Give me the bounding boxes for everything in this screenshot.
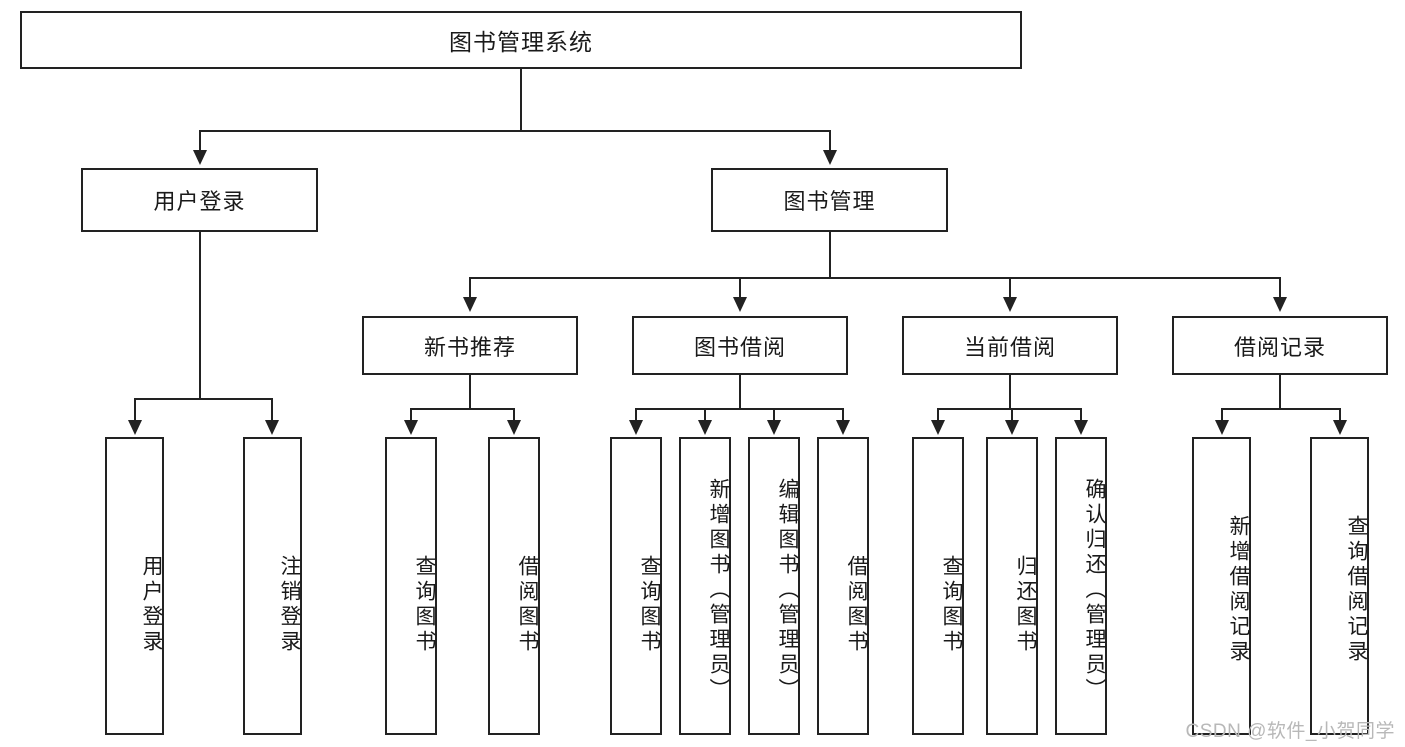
- connector-to-book-borrow: [739, 277, 741, 299]
- arrowhead-to-new-book-recommend: [463, 297, 477, 312]
- connector-to-current-borrow: [1009, 277, 1011, 299]
- arrowhead-user-login-to-leaf-2: [265, 420, 279, 435]
- connector-cb-to-leaf-1: [937, 408, 939, 422]
- node-leaf-logout[interactable]: 注销登录: [243, 437, 302, 735]
- connector-root-stem: [520, 69, 522, 131]
- arrowhead-user-login-to-leaf-1: [128, 420, 142, 435]
- connector-book-management-bus: [469, 277, 1281, 279]
- node-leaf-query-book-3[interactable]: 查询图书: [912, 437, 964, 735]
- node-leaf-return-book[interactable]: 归还图书: [986, 437, 1038, 735]
- connector-user-login-stem: [199, 232, 201, 399]
- node-user-login[interactable]: 用户登录: [81, 168, 318, 232]
- node-leaf-query-record[interactable]: 查询借阅记录: [1310, 437, 1369, 735]
- node-label: 图书管理: [783, 189, 876, 214]
- node-leaf-confirm-return[interactable]: 确认归还（管理员）: [1055, 437, 1107, 735]
- node-label: 新书推荐: [423, 334, 516, 360]
- connector-bb-to-leaf-2: [704, 408, 706, 422]
- arrowhead-br-to-leaf-1: [1215, 420, 1229, 435]
- csdn-watermark: CSDN @软件_小贺同学: [1185, 721, 1395, 742]
- node-new-book-recommend[interactable]: 新书推荐: [362, 316, 578, 375]
- node-label: 确认归还（管理员）: [1083, 477, 1106, 703]
- connector-bb-to-leaf-4: [842, 408, 844, 422]
- node-leaf-query-book-2[interactable]: 查询图书: [610, 437, 662, 735]
- node-label: 图书管理系统: [449, 29, 593, 55]
- connector-bb-to-leaf-3: [773, 408, 775, 422]
- node-label: 当前借阅: [963, 334, 1056, 360]
- arrowhead-bb-to-leaf-4: [836, 420, 850, 435]
- connector-borrow-record-stem: [1279, 375, 1281, 409]
- connector-to-borrow-record: [1279, 277, 1281, 299]
- node-current-borrow[interactable]: 当前借阅: [902, 316, 1118, 375]
- connector-br-to-leaf-1: [1221, 408, 1223, 422]
- arrowhead-nbr-to-leaf-2: [507, 420, 521, 435]
- node-leaf-borrow-book-2[interactable]: 借阅图书: [817, 437, 869, 735]
- node-leaf-query-book-1[interactable]: 查询图书: [385, 437, 437, 735]
- node-root-book-management-system[interactable]: 图书管理系统: [20, 11, 1022, 69]
- connector-book-management-stem: [829, 232, 831, 278]
- node-book-borrow[interactable]: 图书借阅: [632, 316, 848, 375]
- node-leaf-user-login[interactable]: 用户登录: [105, 437, 164, 735]
- node-label: 新增图书（管理员）: [707, 477, 730, 703]
- connector-cb-to-leaf-3: [1080, 408, 1082, 422]
- arrowhead-root-to-user-login: [193, 150, 207, 165]
- node-leaf-add-book[interactable]: 新增图书（管理员）: [679, 437, 731, 735]
- node-label: 注销登录: [278, 555, 301, 655]
- arrowhead-bb-to-leaf-3: [767, 420, 781, 435]
- connector-current-borrow-bus: [937, 408, 1081, 410]
- node-leaf-add-record[interactable]: 新增借阅记录: [1192, 437, 1251, 735]
- arrowhead-to-book-borrow: [733, 297, 747, 312]
- arrowhead-bb-to-leaf-1: [629, 420, 643, 435]
- connector-cb-to-leaf-2: [1011, 408, 1013, 422]
- node-label: 查询借阅记录: [1345, 515, 1368, 665]
- node-borrow-record[interactable]: 借阅记录: [1172, 316, 1388, 375]
- connector-new-book-recommend-bus: [410, 408, 514, 410]
- node-label: 用户登录: [153, 189, 246, 214]
- node-label: 借阅图书: [845, 555, 868, 655]
- node-label: 归还图书: [1014, 555, 1037, 655]
- node-leaf-edit-book[interactable]: 编辑图书（管理员）: [748, 437, 800, 735]
- node-label: 查询图书: [940, 555, 963, 655]
- arrowhead-root-to-book-management: [823, 150, 837, 165]
- connector-nbr-to-leaf-1: [410, 408, 412, 422]
- connector-user-login-to-leaf-1: [134, 398, 136, 422]
- node-label: 查询图书: [638, 555, 661, 655]
- connector-book-borrow-bus: [635, 408, 843, 410]
- node-leaf-borrow-book-1[interactable]: 借阅图书: [488, 437, 540, 735]
- node-label: 编辑图书（管理员）: [776, 477, 799, 703]
- arrowhead-cb-to-leaf-3: [1074, 420, 1088, 435]
- connector-borrow-record-bus: [1221, 408, 1340, 410]
- connector-bb-to-leaf-1: [635, 408, 637, 422]
- node-label: 借阅图书: [516, 555, 539, 655]
- connector-root-to-book-management: [829, 130, 831, 152]
- arrowhead-to-borrow-record: [1273, 297, 1287, 312]
- arrowhead-cb-to-leaf-2: [1005, 420, 1019, 435]
- connector-root-bus: [199, 130, 831, 132]
- arrowhead-nbr-to-leaf-1: [404, 420, 418, 435]
- node-label: 图书借阅: [693, 334, 786, 360]
- arrowhead-br-to-leaf-2: [1333, 420, 1347, 435]
- connector-br-to-leaf-2: [1339, 408, 1341, 422]
- node-label: 借阅记录: [1233, 334, 1326, 360]
- arrowhead-cb-to-leaf-1: [931, 420, 945, 435]
- arrowhead-to-current-borrow: [1003, 297, 1017, 312]
- connector-user-login-to-leaf-2: [271, 398, 273, 422]
- connector-current-borrow-stem: [1009, 375, 1011, 409]
- connector-book-borrow-stem: [739, 375, 741, 409]
- node-label: 用户登录: [140, 555, 163, 655]
- connector-root-to-user-login: [199, 130, 201, 152]
- node-label: 新增借阅记录: [1227, 515, 1250, 665]
- connector-nbr-to-leaf-2: [513, 408, 515, 422]
- connector-new-book-recommend-stem: [469, 375, 471, 409]
- connector-to-new-book-recommend: [469, 277, 471, 299]
- connector-user-login-bus: [134, 398, 271, 400]
- node-book-management[interactable]: 图书管理: [711, 168, 948, 232]
- node-label: 查询图书: [413, 555, 436, 655]
- arrowhead-bb-to-leaf-2: [698, 420, 712, 435]
